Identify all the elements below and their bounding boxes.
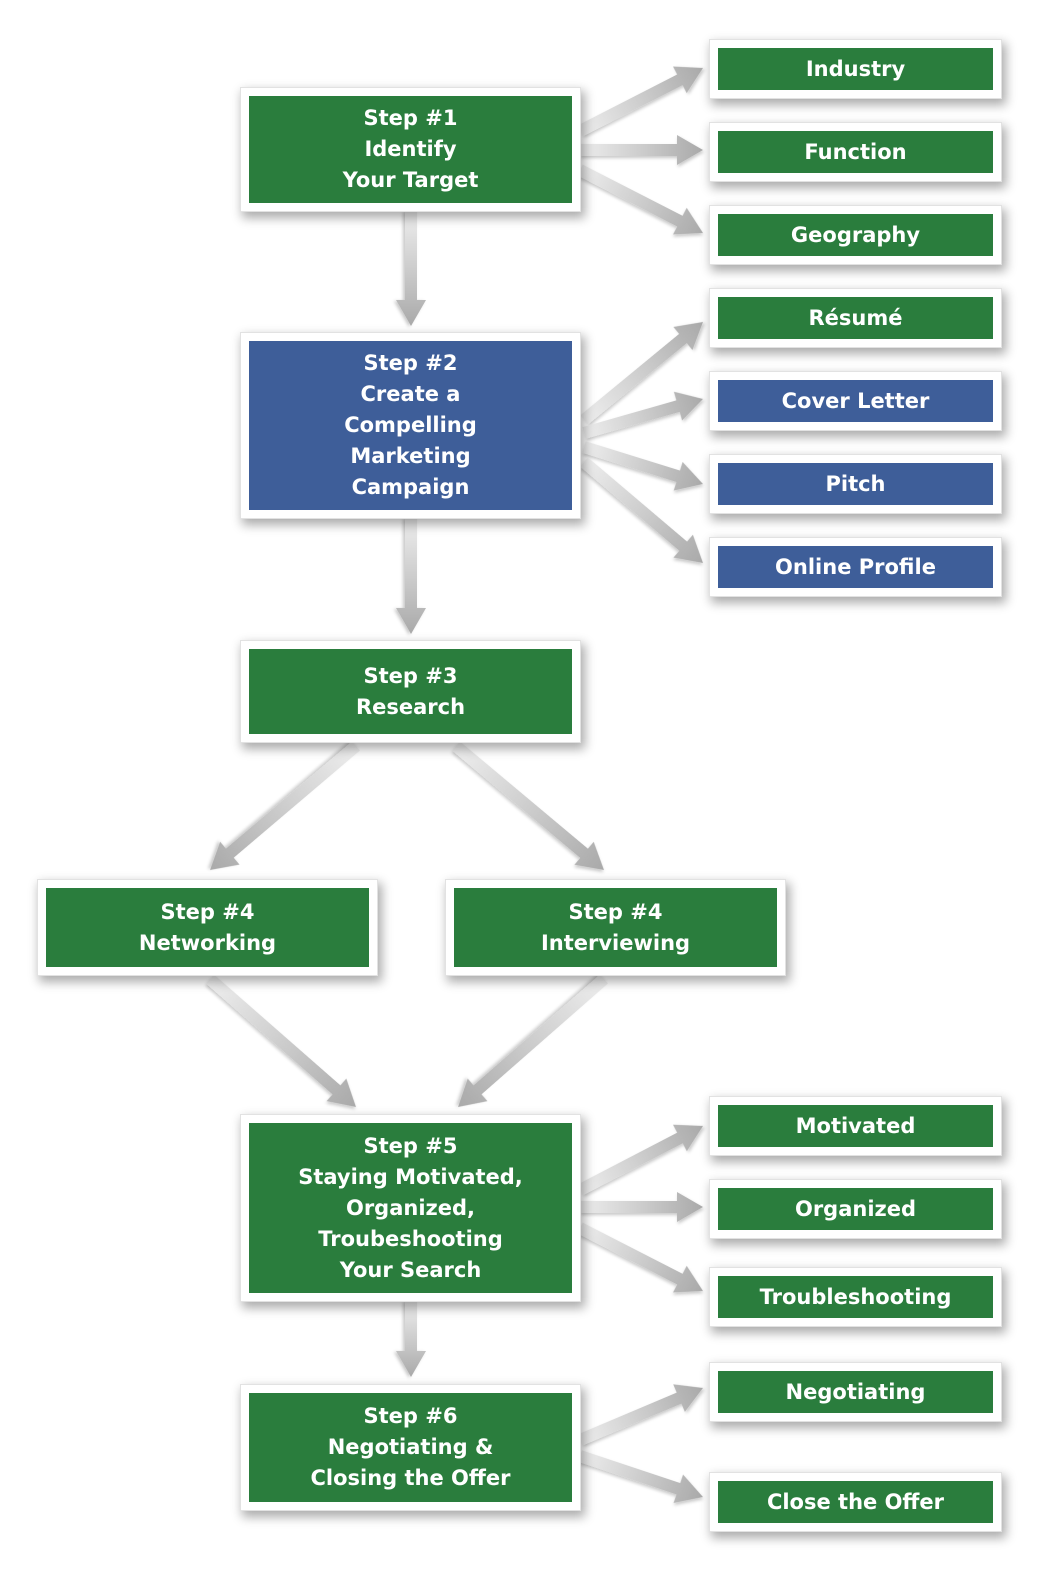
function-label: Function bbox=[804, 140, 907, 164]
troubleshooting-box: Troubleshooting bbox=[710, 1268, 1001, 1326]
step-1-box: Step #1 Identify Your Target bbox=[241, 88, 580, 211]
step-2-line-3: Compelling bbox=[344, 413, 477, 437]
arrow-step3-to-step4a bbox=[209, 741, 360, 871]
step-4b-line-2: Interviewing bbox=[540, 930, 691, 955]
arrow-step2-to-pitch bbox=[582, 441, 703, 491]
step-4a-line-1: Step #4 bbox=[160, 899, 255, 924]
step-3-line-1: Step #3 bbox=[363, 663, 458, 688]
step-3-line-2: Research bbox=[355, 694, 466, 719]
negotiating-box: Negotiating bbox=[710, 1363, 1001, 1421]
step-4-interviewing-box: Step #4 Interviewing bbox=[446, 880, 785, 975]
motivated-label: Motivated bbox=[795, 1114, 916, 1138]
step-2-line-2: Create a bbox=[360, 382, 461, 406]
motivated-box: Motivated bbox=[710, 1097, 1001, 1155]
step-1-line-1: Step #1 bbox=[363, 106, 458, 130]
step-3-box: Step #3 Research bbox=[241, 641, 580, 742]
step-2-line-1: Step #2 bbox=[363, 351, 458, 375]
close-the-offer-box: Close the Offer bbox=[710, 1473, 1001, 1531]
arrow-step1-to-geography bbox=[577, 164, 704, 235]
cover-letter-box: Cover Letter bbox=[710, 372, 1001, 430]
step-5-line-2: Staying Motivated, bbox=[298, 1164, 523, 1189]
close-the-offer-label: Close the Offer bbox=[766, 1490, 945, 1514]
industry-label: Industry bbox=[805, 57, 906, 81]
online-profile-label: Online Profile bbox=[775, 555, 936, 579]
arrow-step2-to-resume bbox=[580, 322, 703, 425]
resume-label: Résumé bbox=[808, 306, 903, 330]
step-5-line-5: Your Search bbox=[339, 1257, 482, 1282]
step-2-line-4: Marketing bbox=[350, 444, 471, 468]
resume-box: Résumé bbox=[710, 289, 1001, 347]
step-5-line-3: Organized, bbox=[345, 1195, 476, 1220]
negotiating-label: Negotiating bbox=[785, 1380, 926, 1404]
step-6-line-1: Step #6 bbox=[363, 1404, 458, 1428]
arrow-step1-to-industry bbox=[577, 66, 704, 137]
arrow-step5-to-motivated bbox=[577, 1124, 703, 1196]
step-6-box: Step #6 Negotiating & Closing the Offer bbox=[241, 1385, 580, 1510]
geography-label: Geography bbox=[790, 223, 921, 247]
geography-box: Geography bbox=[710, 206, 1001, 264]
troubleshooting-label: Troubleshooting bbox=[759, 1285, 952, 1309]
step-6-line-3: Closing the Offer bbox=[310, 1466, 511, 1490]
step-5-line-4: Troubeshooting bbox=[318, 1226, 503, 1251]
step-1-line-3: Your Target bbox=[342, 168, 479, 192]
cover-letter-label: Cover Letter bbox=[781, 389, 930, 413]
arrow-step3-to-step4b bbox=[452, 741, 604, 870]
step-5-line-1: Step #5 bbox=[363, 1133, 458, 1158]
industry-box: Industry bbox=[710, 40, 1001, 98]
function-box: Function bbox=[710, 123, 1001, 181]
arrow-step1-to-step2 bbox=[396, 211, 426, 326]
arrow-step2-to-online-profile bbox=[580, 457, 703, 563]
arrow-step2-to-cover-letter bbox=[582, 391, 704, 439]
arrow-step5-to-troubleshooting bbox=[577, 1222, 704, 1293]
arrow-step2-to-step3 bbox=[396, 518, 426, 634]
arrow-step5-to-step6 bbox=[396, 1301, 426, 1377]
arrow-step4a-to-step5 bbox=[206, 974, 357, 1108]
step-4b-line-1: Step #4 bbox=[568, 899, 663, 924]
step-2-line-5: Campaign bbox=[351, 475, 470, 499]
step-4-networking-box: Step #4 Networking bbox=[38, 880, 377, 975]
step-6-line-2: Negotiating & bbox=[327, 1435, 494, 1459]
arrow-step6-to-close-the-offer bbox=[578, 1450, 703, 1504]
online-profile-box: Online Profile bbox=[710, 538, 1001, 596]
step-2-box: Step #2 Create a Compelling Marketing Ca… bbox=[241, 333, 580, 518]
organized-box: Organized bbox=[710, 1180, 1001, 1238]
step-4a-line-2: Networking bbox=[138, 930, 277, 955]
step-1-line-2: Identify bbox=[364, 137, 457, 161]
organized-label: Organized bbox=[794, 1197, 917, 1221]
arrow-step5-to-organized bbox=[580, 1192, 703, 1222]
pitch-box: Pitch bbox=[710, 455, 1001, 513]
pitch-label: Pitch bbox=[825, 472, 886, 496]
arrow-step4b-to-step5 bbox=[457, 974, 608, 1108]
step-5-box: Step #5 Staying Motivated, Organized, Tr… bbox=[241, 1115, 580, 1301]
arrow-step6-to-negotiating bbox=[577, 1384, 703, 1446]
arrow-step1-to-function bbox=[580, 135, 703, 165]
